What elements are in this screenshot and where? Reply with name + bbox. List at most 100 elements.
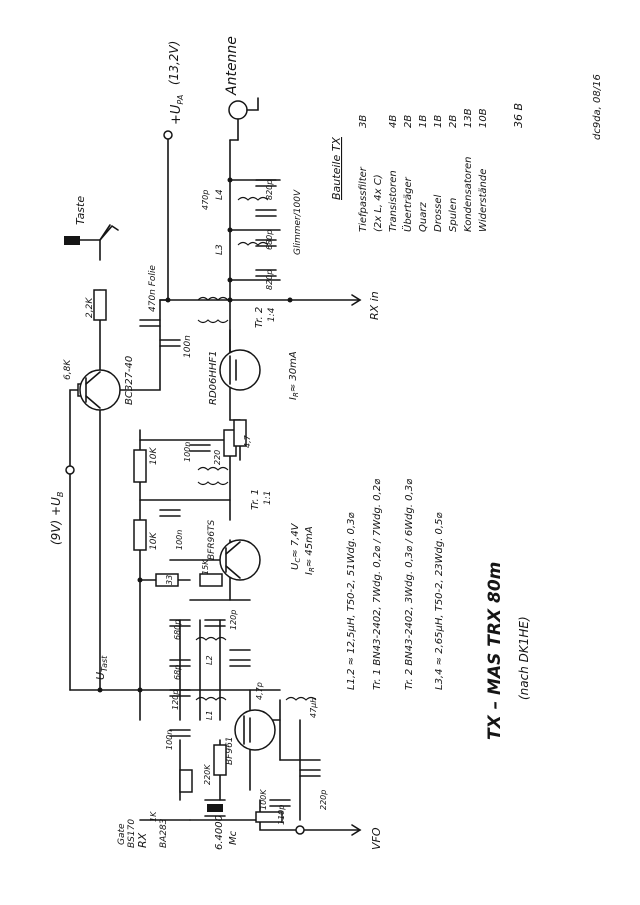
- inductor-l2: [195, 636, 227, 641]
- crystal-symbol: [204, 799, 226, 817]
- label-r-15k: 15K: [201, 559, 210, 575]
- parts-list-item-qty: 1B: [433, 115, 444, 128]
- inductor-l4: [237, 241, 269, 246]
- rx-in-arrow: [351, 294, 362, 306]
- label-utast: UTast: [94, 655, 109, 680]
- inductor-l1: [195, 696, 227, 701]
- parts-list-item-qty: 10B: [478, 108, 489, 128]
- parts-list-item-name: Kondensatoren: [463, 157, 474, 232]
- capacitor-lpf-820p-b: [255, 269, 277, 277]
- label-c-820p-a: 820p: [265, 180, 274, 200]
- vfo-terminal: [295, 825, 305, 835]
- footer-subtitle: (nach DK1HE): [517, 616, 531, 700]
- note-tr1: Tr. 1 BN43-2402, 7Wdg. 0,2⌀ / 7Wdg. 0,2⌀: [372, 478, 383, 690]
- parts-list-item-qty: 2B: [448, 115, 459, 128]
- label-l2: L2: [205, 655, 214, 665]
- label-bs170: BS170: [127, 819, 137, 848]
- inductor-l3: [237, 196, 269, 201]
- label-c-47uh: 47μH: [309, 697, 318, 718]
- capacitor-lpf-820p-a: [255, 209, 277, 217]
- vfo-arrow: [351, 824, 362, 836]
- capacitor-120p-a: [204, 619, 226, 627]
- capacitor-100n-c: [159, 509, 181, 517]
- note-l34: L3,4 ≈ 2,65μH, T50-2, 23Wdg. 0,5⌀: [434, 512, 445, 690]
- label-tr2-ratio: 1:4: [267, 307, 277, 322]
- label-ir-30: IR≈ 30mA: [288, 351, 300, 400]
- key-symbol: [64, 224, 119, 245]
- label-r-10k-a: 10K: [149, 447, 159, 465]
- label-gate: Gate: [117, 823, 127, 845]
- capacitor-100n-b: [189, 444, 211, 452]
- parts-list-title: Bauteile TX: [330, 137, 343, 200]
- capacitor-68p: [169, 659, 191, 667]
- transistor-bfr96ts: [219, 539, 261, 581]
- footer-title: TX – MAS TRX 80m: [485, 562, 505, 740]
- transistor-bc327: [79, 369, 121, 411]
- label-c-120p-b: 120p: [171, 690, 180, 710]
- capacitor-lpf-680p: [255, 239, 277, 247]
- parts-list-total: 36 B: [512, 103, 525, 128]
- label-r-4-7: 4,7: [243, 434, 252, 448]
- parts-list-item-qty: 4B: [388, 115, 399, 128]
- label-xtal: 6.4000: [214, 815, 225, 850]
- capacitor-680p: [169, 619, 191, 627]
- label-c-4-7p: 4,7p: [255, 682, 264, 700]
- label-xtal-unit: Mc: [228, 830, 239, 845]
- parts-list-item-qty: 2B: [403, 115, 414, 128]
- capacitor-4-7p: [229, 659, 251, 667]
- label-c-680p-lpf: 680p: [265, 230, 274, 250]
- label-supply-9v: (9V) +UB: [49, 492, 65, 545]
- label-rd06: RD06HHF1: [208, 350, 219, 405]
- label-r-220k: 220K: [203, 764, 212, 785]
- label-c-820p-b: 820p: [265, 270, 274, 290]
- label-c-680p: 680p: [173, 620, 182, 640]
- label-rx-in: RX in: [368, 291, 381, 320]
- label-r-10k-b: 10K: [149, 532, 159, 550]
- mosfet-rd06hhf1: [219, 349, 261, 391]
- label-tr1: Tr. 1: [250, 489, 261, 510]
- label-glimmer: Glimmer/100V: [293, 189, 303, 255]
- label-r-6k8: 6,8K: [63, 359, 73, 380]
- label-r-1k: 1K: [149, 811, 158, 822]
- label-r-33: 33: [165, 575, 174, 585]
- label-c-100n-b: 100n: [183, 442, 192, 462]
- parts-list-item-name: Transistoren: [388, 170, 399, 232]
- resistor-220k: [213, 744, 227, 776]
- resistor-10k-b: [133, 519, 147, 551]
- label-ir-45: IR≈ 45mA: [304, 526, 316, 575]
- label-c-120p-a: 120p: [229, 610, 238, 630]
- resistor-2k2: [93, 289, 107, 321]
- transformer-tr2: [197, 296, 229, 324]
- label-c-470n: 470n Folie: [148, 265, 158, 312]
- resistor-10k-a: [133, 449, 147, 483]
- junctions: [97, 177, 293, 693]
- transformer-tr1: [197, 466, 229, 486]
- label-bc327: BC327-40: [124, 356, 135, 405]
- note-l12: L1,2 ≈ 12,5μH, T50-2, 51Wdg. 0,3⌀: [346, 512, 357, 690]
- capacitor-100n-d: [169, 729, 191, 737]
- label-c-110p: 110p: [277, 805, 286, 825]
- resistor-33: [155, 573, 179, 587]
- label-c-68p: 68p: [173, 665, 182, 680]
- label-r-2k2: 2,2K: [85, 297, 95, 318]
- capacitor-110p: [269, 799, 291, 807]
- label-bfr96: BFR96TS: [207, 519, 217, 560]
- label-rx: RX: [136, 832, 149, 848]
- choke-47uh: [285, 696, 317, 701]
- parts-list-item-qty: 1B: [418, 115, 429, 128]
- parts-list-item-qty: 13B: [463, 108, 474, 128]
- label-c-220p: 220p: [319, 790, 328, 810]
- capacitor-220p: [299, 769, 321, 777]
- label-antenna: Antenne: [224, 36, 240, 96]
- label-r-100k: 100K: [259, 789, 268, 810]
- capacitor-120p-b: [169, 689, 191, 697]
- label-tr2: Tr. 2: [254, 307, 265, 328]
- label-c-100n-c: 100n: [175, 530, 184, 550]
- capacitor-470n: [139, 319, 161, 327]
- resistor-1k: [179, 769, 193, 793]
- mosfet-bf961: [234, 709, 276, 751]
- label-l3: L3: [215, 244, 225, 255]
- label-supply-pa-value: (13,2V): [167, 41, 181, 85]
- parts-list-item-name: Überträger: [401, 176, 414, 232]
